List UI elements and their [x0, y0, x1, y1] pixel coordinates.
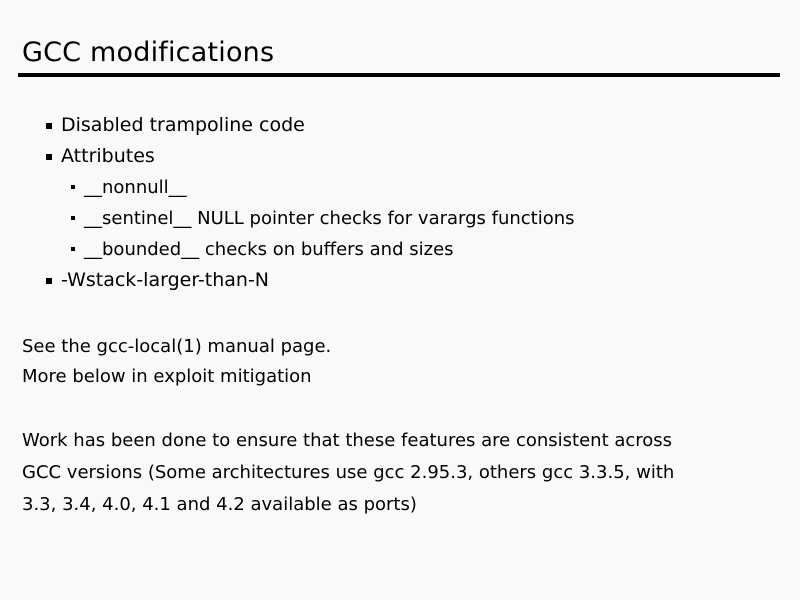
title-divider: [18, 73, 780, 77]
list-item: Attributes: [0, 141, 800, 172]
square-bullet-icon: [46, 278, 52, 284]
list-item: __bounded__ checks on buffers and sizes: [0, 234, 800, 265]
page-title: GCC modifications: [22, 37, 275, 68]
notes-block: See the gcc-local(1) manual page. More b…: [22, 332, 762, 392]
square-bullet-icon: [71, 216, 75, 220]
square-bullet-icon: [71, 185, 75, 189]
body-paragraph: Work has been done to ensure that these …: [22, 425, 770, 521]
list-item-label: __nonnull__: [84, 177, 187, 198]
list-item: -Wstack-larger-than-N: [0, 265, 800, 296]
body-line: 3.3, 3.4, 4.0, 4.1 and 4.2 available as …: [22, 494, 417, 515]
square-bullet-icon: [46, 123, 52, 129]
body-line: Work has been done to ensure that these …: [22, 430, 673, 451]
bullet-list: Disabled trampoline code Attributes __no…: [0, 110, 800, 296]
list-item-label: __bounded__ checks on buffers and sizes: [84, 239, 454, 260]
list-item: Disabled trampoline code: [0, 110, 800, 141]
square-bullet-icon: [71, 247, 75, 251]
note-line: See the gcc-local(1) manual page.: [22, 336, 332, 357]
list-item: __sentinel__ NULL pointer checks for var…: [0, 203, 800, 234]
square-bullet-icon: [46, 154, 52, 160]
note-line: More below in exploit mitigation: [22, 366, 312, 387]
list-item-label: -Wstack-larger-than-N: [61, 269, 270, 291]
list-item-label: __sentinel__ NULL pointer checks for var…: [84, 208, 575, 229]
list-item: __nonnull__: [0, 172, 800, 203]
list-item-label: Attributes: [61, 145, 155, 167]
body-line: GCC versions (Some architectures use gcc…: [22, 462, 675, 483]
list-item-label: Disabled trampoline code: [61, 114, 305, 136]
